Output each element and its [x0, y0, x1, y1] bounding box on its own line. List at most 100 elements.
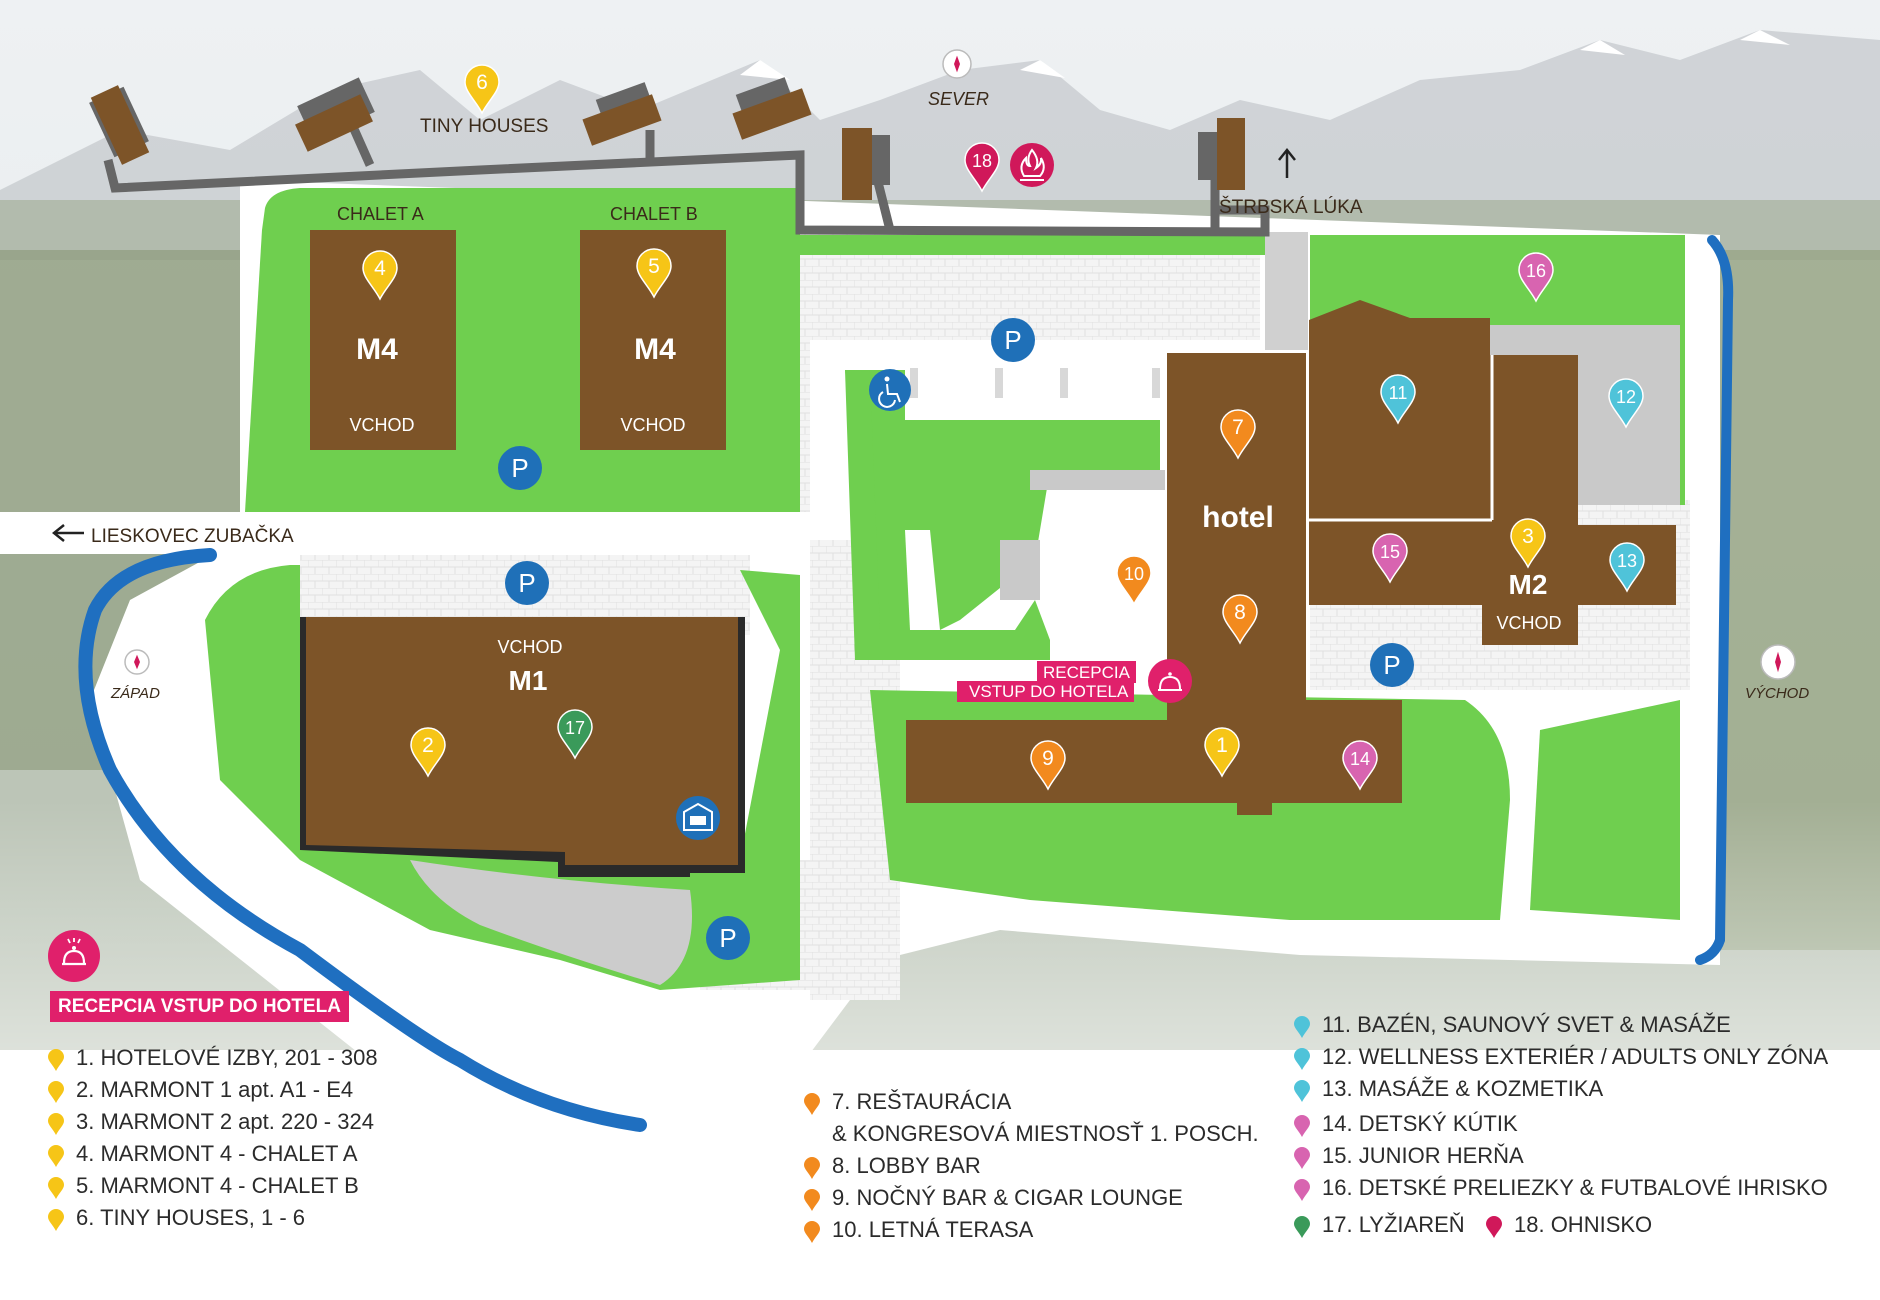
- building-name-hotel: hotel: [1202, 501, 1274, 534]
- legend-item: 8. LOBBY BAR: [802, 1150, 1259, 1182]
- pin-yellow-icon: [46, 1208, 66, 1241]
- pin-yellow-icon: [46, 1080, 66, 1113]
- building-name-m4-a: M4: [356, 333, 398, 366]
- marker-16-pin: 16: [1518, 252, 1554, 303]
- pin-cyan-icon: [1292, 1079, 1312, 1112]
- pin-yellow-icon: [46, 1144, 66, 1177]
- legend-item: 15. JUNIOR HERŇA: [1292, 1140, 1828, 1172]
- compass-icon: [124, 649, 150, 675]
- pin-pink-icon: [1292, 1114, 1312, 1147]
- svg-text:P: P: [719, 923, 736, 953]
- parking-icon: P: [1370, 643, 1414, 687]
- marker-1-pin: 1: [1204, 727, 1240, 778]
- pin-orange-icon: [802, 1188, 822, 1221]
- legend-item-label: 4. MARMONT 4 - CHALET A: [76, 1141, 358, 1166]
- arrow-left-icon: [51, 524, 84, 542]
- svg-text:3: 3: [1522, 525, 1534, 548]
- reception-bell-icon: [62, 938, 86, 966]
- building-entrance-m1: VCHOD: [497, 637, 563, 657]
- legend-item: 9. NOČNÝ BAR & CIGAR LOUNGE: [802, 1182, 1259, 1214]
- svg-text:16: 16: [1526, 261, 1546, 281]
- legend-item-label: 9. NOČNÝ BAR & CIGAR LOUNGE: [832, 1185, 1183, 1210]
- road-label-lieskovec: LIESKOVEC ZUBAČKA: [91, 526, 294, 547]
- marker-9-pin: 9: [1030, 740, 1066, 791]
- legend-item-label: 10. LETNÁ TERASA: [832, 1217, 1034, 1242]
- marker-12-pin: 12: [1608, 378, 1644, 429]
- reception-tag-line1: RECEPCIA: [1037, 661, 1136, 683]
- tiny-houses-path: [103, 150, 1270, 237]
- legend-item: 17. LYŽIAREŇ: [1292, 1209, 1465, 1241]
- building-hotel: [906, 353, 1402, 815]
- legend-item-label: 11. BAZÉN, SAUNOVÝ SVET & MASÁŽE: [1322, 1012, 1731, 1037]
- svg-text:15: 15: [1380, 542, 1400, 562]
- marker-18-pin: 18: [964, 142, 1000, 193]
- tiny-house-6: [1198, 118, 1245, 190]
- legend-item-label: 5. MARMONT 4 - CHALET B: [76, 1173, 359, 1198]
- legend-item-label: & KONGRESOVÁ MIESTNOSŤ 1. POSCH.: [832, 1121, 1259, 1146]
- legend-item: 11. BAZÉN, SAUNOVÝ SVET & MASÁŽE: [1292, 1009, 1828, 1041]
- legend-yellow: 1. HOTELOVÉ IZBY, 201 - 308 2. MARMONT 1…: [46, 1042, 378, 1234]
- legend-item-continued: & KONGRESOVÁ MIESTNOSŤ 1. POSCH.: [802, 1118, 1259, 1150]
- reception-tag-line2: VSTUP DO HOTELA: [957, 681, 1135, 702]
- svg-text:P: P: [511, 453, 528, 483]
- parking-icon: P: [991, 318, 1035, 362]
- legend-item-label: 13. MASÁŽE & KOZMETIKA: [1322, 1076, 1604, 1101]
- garage-icon: [676, 796, 720, 840]
- road-label-strbska-luka: ŠTRBSKÁ LÚKA: [1219, 197, 1363, 218]
- marker-2-pin: 2: [410, 727, 446, 778]
- marker-4-pin: 4: [362, 250, 398, 301]
- pin-orange-icon: [802, 1220, 822, 1253]
- legend-green: 17. LYŽIAREŇ: [1292, 1209, 1465, 1241]
- legend-item-label: 12. WELLNESS EXTERIÉR / ADULTS ONLY ZÓNA: [1322, 1044, 1829, 1069]
- legend-item-label: 6. TINY HOUSES, 1 - 6: [76, 1205, 306, 1230]
- legend-item-label: 16. DETSKÉ PRELIEZKY & FUTBALOVÉ IHRISKO: [1322, 1175, 1828, 1200]
- river-west: [78, 548, 647, 1132]
- legend-item-label: 14. DETSKÝ KÚTIK: [1322, 1111, 1518, 1136]
- parking-icon: P: [498, 446, 542, 490]
- building-name-m1: M1: [508, 665, 548, 696]
- legend-item-label: 8. LOBBY BAR: [832, 1153, 981, 1178]
- tiny-house-5: [842, 128, 890, 200]
- svg-text:P: P: [1383, 650, 1400, 680]
- legend-item: 5. MARMONT 4 - CHALET B: [46, 1170, 378, 1202]
- legend-item: 13. MASÁŽE & KOZMETIKA: [1292, 1073, 1828, 1105]
- legend-item-label: 2. MARMONT 1 apt. A1 - E4: [76, 1077, 354, 1102]
- compass-west-label: ZÁPAD: [111, 685, 160, 702]
- legend-reception-label: RECEPCIA VSTUP DO HOTELA: [50, 991, 349, 1022]
- pin-pink-icon: [1292, 1178, 1312, 1211]
- pin-orange-icon: [802, 1156, 822, 1189]
- legend-item-label: 17. LYŽIAREŇ: [1322, 1212, 1465, 1237]
- svg-text:17: 17: [565, 718, 585, 738]
- access-road: [1265, 232, 1308, 350]
- marker-11-pin: 11: [1380, 374, 1416, 425]
- legend-item: 12. WELLNESS EXTERIÉR / ADULTS ONLY ZÓNA: [1292, 1041, 1828, 1073]
- legend-cyan: 11. BAZÉN, SAUNOVÝ SVET & MASÁŽE 12. WEL…: [1292, 1009, 1828, 1105]
- building-entrance-m2: VCHOD: [1496, 613, 1562, 633]
- pin-orange-icon: [802, 1092, 822, 1125]
- legend-item-label: 3. MARMONT 2 apt. 220 - 324: [76, 1109, 374, 1134]
- legend-item: 16. DETSKÉ PRELIEZKY & FUTBALOVÉ IHRISKO: [1292, 1172, 1828, 1204]
- area-label-chalet-b: CHALET B: [610, 204, 698, 224]
- building-entrance-m4-b: VCHOD: [620, 415, 686, 435]
- area-label-chalet-a: CHALET A: [337, 204, 424, 224]
- svg-text:14: 14: [1350, 749, 1370, 769]
- river-east: [1695, 235, 1734, 965]
- parking-icon: P: [706, 916, 750, 960]
- svg-text:P: P: [518, 568, 535, 598]
- pin-cyan-icon: [1292, 1047, 1312, 1080]
- building-name-m4-b: M4: [634, 333, 676, 366]
- svg-text:5: 5: [648, 255, 660, 278]
- legend-item: 7. REŠTAURÁCIA: [802, 1086, 1259, 1118]
- svg-text:1: 1: [1216, 734, 1228, 757]
- svg-text:12: 12: [1616, 387, 1636, 407]
- legend-reception-icon: [48, 930, 100, 982]
- fire-pit-icon: [1010, 143, 1054, 187]
- legend-pink: 14. DETSKÝ KÚTIK 15. JUNIOR HERŇA 16. DE…: [1292, 1108, 1828, 1204]
- legend-item: 14. DETSKÝ KÚTIK: [1292, 1108, 1828, 1140]
- legend-item: 1. HOTELOVÉ IZBY, 201 - 308: [46, 1042, 378, 1074]
- pin-red-icon: [1484, 1215, 1504, 1248]
- marker-13-pin: 13: [1609, 542, 1645, 593]
- marker-10-pin: 10: [1116, 555, 1152, 606]
- svg-text:13: 13: [1617, 551, 1637, 571]
